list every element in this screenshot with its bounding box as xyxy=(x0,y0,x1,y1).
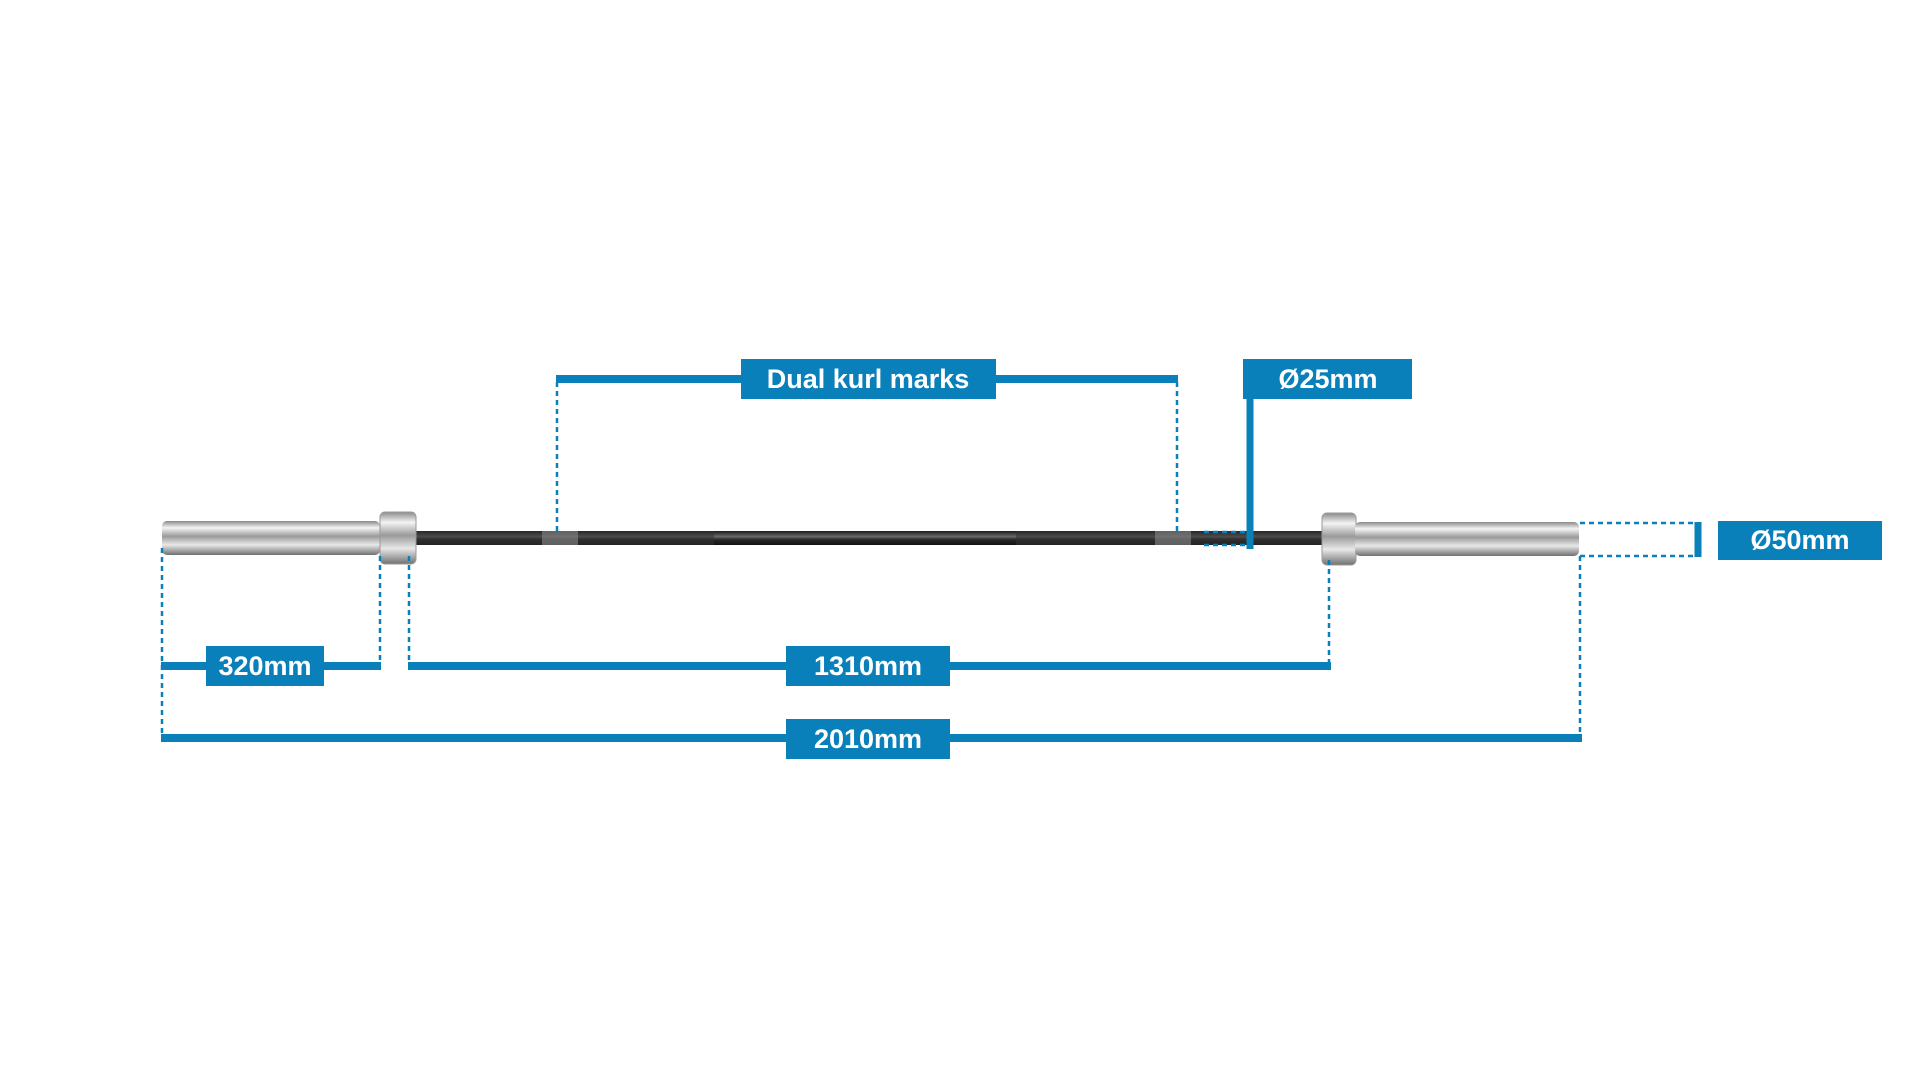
knurl-mark-right xyxy=(1155,531,1191,545)
sleeve-diameter-dimension: Ø50mm xyxy=(1580,521,1882,560)
total-length-dimension: 2010mm xyxy=(161,719,1582,759)
knurl-marks-dimension: Dual kurl marks xyxy=(555,359,1179,531)
sleeve-length-label: 320mm xyxy=(218,651,311,681)
sleeve-diameter-label: Ø50mm xyxy=(1750,525,1849,555)
right-sleeve xyxy=(1355,522,1579,556)
barbell xyxy=(162,511,1579,566)
knurl-marks-label: Dual kurl marks xyxy=(767,364,970,394)
knurl-mark-left xyxy=(542,531,578,545)
left-collar xyxy=(379,511,417,565)
total-length-label: 2010mm xyxy=(814,724,922,754)
left-sleeve xyxy=(162,521,380,555)
shaft-diameter-dimension: Ø25mm xyxy=(1204,359,1412,549)
right-collar xyxy=(1321,512,1357,566)
shaft-length-dimension: 1310mm xyxy=(408,646,1331,686)
shaft-length-label: 1310mm xyxy=(814,651,922,681)
shaft-diameter-label: Ø25mm xyxy=(1278,364,1377,394)
sleeve-length-dimension: 320mm xyxy=(161,646,381,686)
